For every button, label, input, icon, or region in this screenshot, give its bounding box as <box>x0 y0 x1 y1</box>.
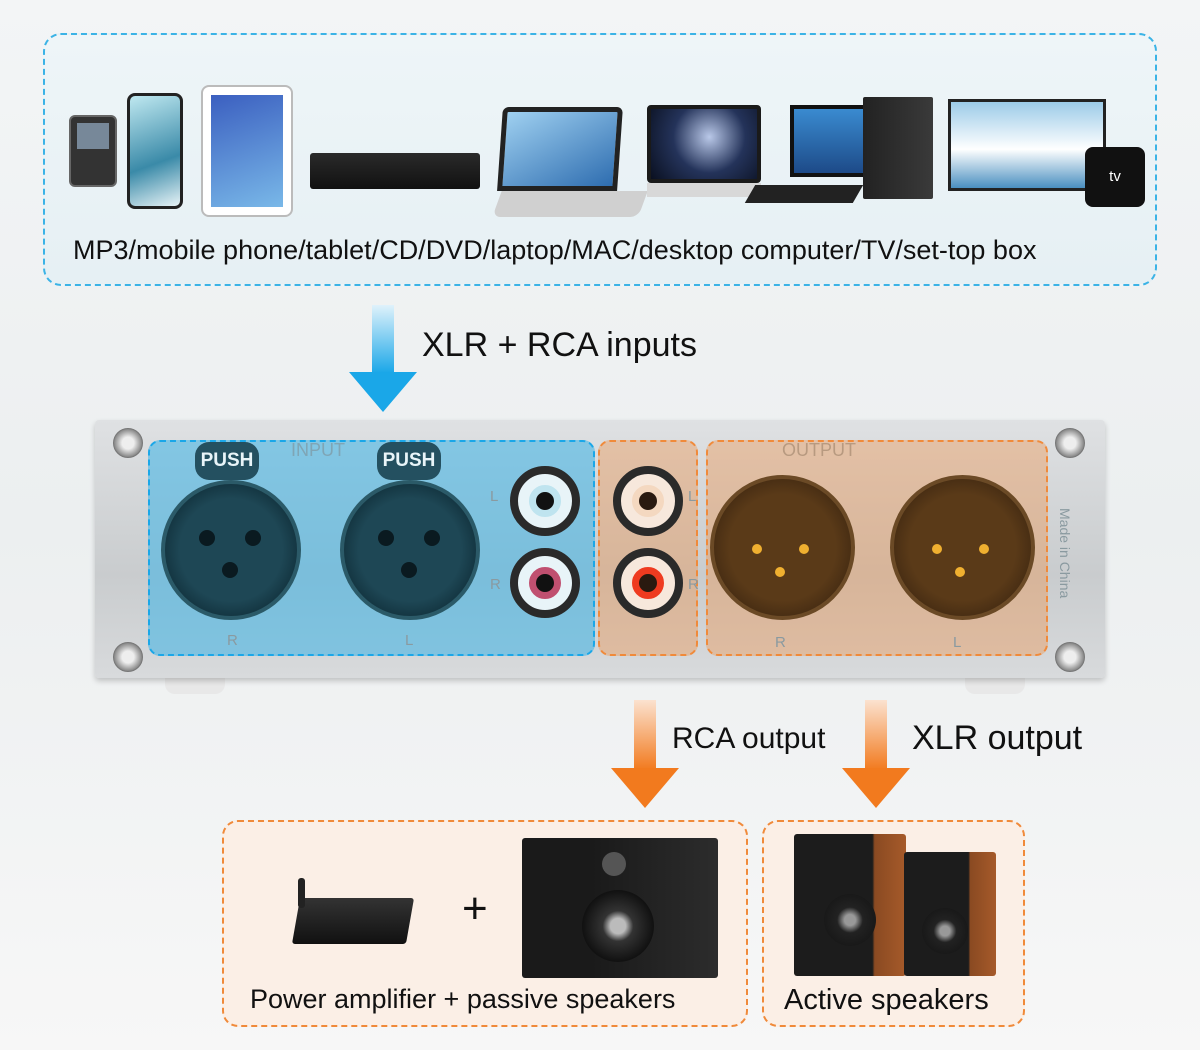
rca-output-r-label: R <box>688 576 699 593</box>
xlr-input-r-label: R <box>227 632 238 649</box>
tv-icon <box>948 99 1106 191</box>
laptop-base-icon <box>492 191 648 217</box>
input-arrow-head-icon <box>349 372 417 412</box>
push-release-button[interactable]: PUSH <box>377 442 441 480</box>
passive-speakers-caption: Power amplifier + passive speakers <box>250 984 676 1014</box>
passive-speaker-icon <box>522 838 718 978</box>
dac-rear-panel: INPUT OUTPUT PUSH PUSH R L L R L R R L M… <box>95 420 1105 678</box>
made-in-china-label: Made in China <box>1057 508 1073 599</box>
input-arrow-shaft <box>372 305 394 373</box>
active-speaker-left-icon <box>794 834 906 976</box>
source-devices-caption: MP3/mobile phone/tablet/CD/DVD/laptop/MA… <box>73 235 1037 265</box>
tablet-icon <box>201 85 293 217</box>
xlr-output-l[interactable] <box>890 475 1035 620</box>
xlr-input-r[interactable] <box>161 480 301 620</box>
rca-input-l-label: L <box>490 488 499 505</box>
xlr-output-arrow-shaft <box>865 700 887 770</box>
mac-stand-icon <box>647 183 761 197</box>
cd-dvd-player-icon <box>310 153 480 189</box>
panel-foot-right <box>965 676 1025 694</box>
input-arrow-label: XLR + RCA inputs <box>422 326 697 364</box>
input-section-label: INPUT <box>291 440 345 460</box>
screw-icon <box>1055 642 1085 672</box>
rca-output-arrow-shaft <box>634 700 656 770</box>
active-speakers-box: Active speakers <box>762 820 1025 1027</box>
xlr-input-l[interactable] <box>340 480 480 620</box>
keyboard-icon <box>744 185 864 203</box>
xlr-output-r-label: R <box>775 634 786 651</box>
desktop-tower-icon <box>863 97 933 199</box>
rca-output-r[interactable] <box>613 548 683 618</box>
xlr-output-r[interactable] <box>710 475 855 620</box>
rca-input-l[interactable] <box>510 466 580 536</box>
rca-output-l-label: L <box>688 488 697 505</box>
screw-icon <box>113 642 143 672</box>
mac-icon <box>647 105 761 183</box>
mp3-player-icon <box>69 115 117 187</box>
plus-sign: + <box>462 884 488 933</box>
passive-speakers-box: + Power amplifier + passive speakers <box>222 820 748 1027</box>
mobile-phone-icon <box>127 93 183 209</box>
output-section-label: OUTPUT <box>782 440 856 460</box>
xlr-output-label: XLR output <box>912 719 1083 757</box>
active-speakers-caption: Active speakers <box>784 984 989 1016</box>
power-amplifier-icon <box>291 898 415 944</box>
active-speaker-right-icon <box>904 852 996 976</box>
panel-foot-left <box>165 676 225 694</box>
xlr-output-l-label: L <box>953 634 962 651</box>
push-release-button[interactable]: PUSH <box>195 442 259 480</box>
rca-input-r[interactable] <box>510 548 580 618</box>
rca-input-r-label: R <box>490 576 501 593</box>
rca-output-label: RCA output <box>672 722 826 755</box>
xlr-output-arrow-head-icon <box>842 768 910 808</box>
rca-output-arrow-head-icon <box>611 768 679 808</box>
set-top-box-icon: tv <box>1085 147 1145 207</box>
screw-icon <box>1055 428 1085 458</box>
laptop-icon <box>497 107 623 191</box>
antenna-icon <box>298 878 305 908</box>
source-devices-box: tv MP3/mobile phone/tablet/CD/DVD/laptop… <box>43 33 1157 286</box>
xlr-input-l-label: L <box>405 632 414 649</box>
screw-icon <box>113 428 143 458</box>
rca-output-l[interactable] <box>613 466 683 536</box>
